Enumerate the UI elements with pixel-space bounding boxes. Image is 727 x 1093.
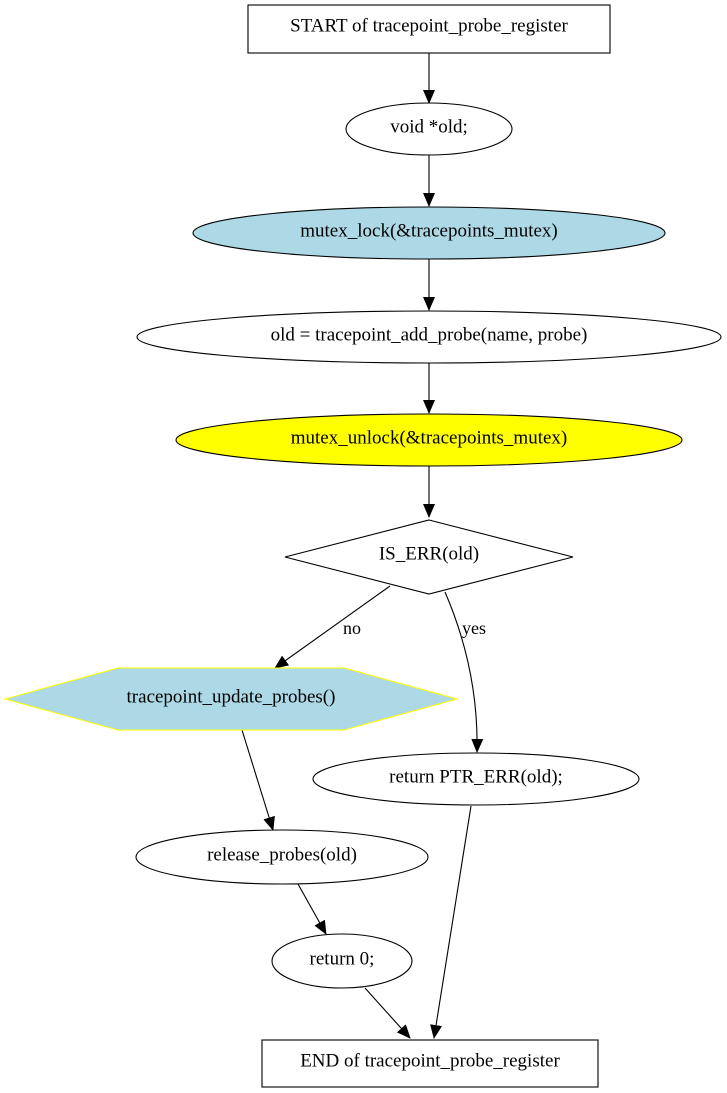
edges: no yes: [241, 53, 486, 1039]
node-mutex-lock-shape: [192, 206, 666, 260]
node-add-probe-shape: [136, 310, 722, 364]
node-return-err-label: return PTR_ERR(old);: [389, 767, 563, 788]
node-end-label: END of tracepoint_probe_register: [300, 1051, 560, 1072]
node-decl-old-label: void *old;: [390, 117, 468, 138]
node-is-err-shape: [284, 519, 574, 595]
node-update-probes-shape: [2, 667, 460, 731]
node-mutex-unlock: mutex_unlock(&tracepoints_mutex): [175, 413, 683, 467]
node-decl-old-shape: [345, 102, 513, 156]
node-mutex-unlock-shape: [175, 413, 683, 467]
node-return-zero-label: return 0;: [310, 949, 375, 970]
node-add-probe-label: old = tracepoint_add_probe(name, probe): [271, 325, 588, 346]
node-release-probes-shape: [135, 829, 429, 885]
edge-return-err-to-end: [430, 805, 472, 1039]
node-return-zero: return 0;: [271, 933, 413, 989]
node-end-shape: [261, 1039, 599, 1088]
node-update-probes: tracepoint_update_probes(): [2, 667, 460, 731]
node-return-err-shape: [312, 752, 640, 806]
node-release-probes-label: release_probes(old): [207, 845, 357, 866]
node-release-probes: release_probes(old): [135, 829, 429, 885]
node-start-label: START of tracepoint_probe_register: [290, 16, 568, 37]
edge-return-zero-to-end: [364, 987, 411, 1039]
edge-update-probes-to-release-probes: [241, 729, 275, 831]
edge-is-err-to-update-probes: [274, 585, 391, 669]
node-return-zero-shape: [271, 933, 413, 989]
node-update-probes-label: tracepoint_update_probes(): [127, 687, 336, 708]
node-start: START of tracepoint_probe_register: [247, 4, 611, 54]
node-is-err-label: IS_ERR(old): [379, 544, 479, 565]
node-mutex-unlock-label: mutex_unlock(&tracepoints_mutex): [291, 428, 567, 449]
edge-release-probes-to-return-zero: [297, 883, 327, 935]
node-return-err: return PTR_ERR(old);: [312, 752, 640, 806]
edge-label-no: no: [343, 618, 361, 638]
node-mutex-lock-label: mutex_lock(&tracepoints_mutex): [300, 221, 557, 242]
node-decl-old: void *old;: [345, 102, 513, 156]
node-is-err: IS_ERR(old): [284, 519, 574, 595]
edge-is-err-to-return-err: [444, 591, 484, 753]
edge-label-yes: yes: [462, 618, 486, 638]
node-add-probe: old = tracepoint_add_probe(name, probe): [136, 310, 722, 364]
node-start-shape: [247, 4, 611, 54]
node-end: END of tracepoint_probe_register: [261, 1039, 599, 1088]
node-mutex-lock: mutex_lock(&tracepoints_mutex): [192, 206, 666, 260]
